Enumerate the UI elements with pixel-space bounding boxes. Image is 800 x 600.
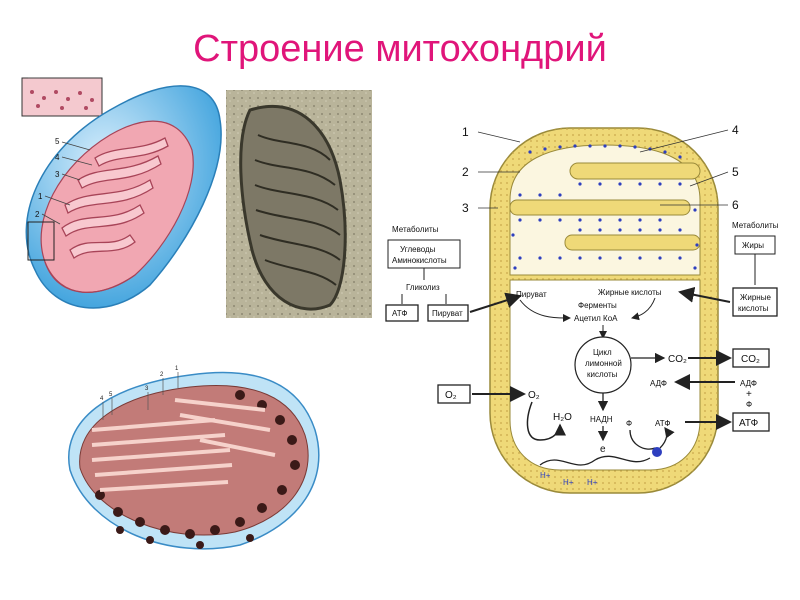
cycle-text-3: кислоты <box>587 370 618 379</box>
atf-left-label: АТФ <box>392 309 407 318</box>
number-6: 6 <box>732 198 739 212</box>
membrane-inset <box>21 77 103 117</box>
o2-box-label: O₂ <box>445 390 457 401</box>
acetyl-coa-inner: Ацетил КоА <box>574 314 618 323</box>
o2-box <box>437 384 471 404</box>
label-3: 3 <box>55 170 60 179</box>
phi-inner: Ф <box>626 419 632 428</box>
hplus-1: H+ <box>540 471 551 480</box>
pyruvate-inner: Пируват <box>516 290 547 299</box>
atf-left-box <box>385 304 419 322</box>
number-2: 2 <box>462 165 469 179</box>
electron-micrograph <box>226 90 372 318</box>
mitochondrion-3d-drawing: 5 4 3 1 2 <box>21 77 222 309</box>
atf-inner: АТФ <box>655 419 670 428</box>
label-4: 4 <box>55 153 60 162</box>
pyruvate-left-label: Пируват <box>432 309 463 318</box>
number-4: 4 <box>732 123 739 137</box>
phi-outer: Ф <box>746 400 752 409</box>
label-2: 2 <box>35 210 40 219</box>
mitochondrion-cutaway-drawing: 4 5 3 2 1 <box>68 366 320 550</box>
fatty-acids-label-1: Жирные <box>740 293 771 302</box>
metabolites-right-label: Метаболиты <box>732 221 779 230</box>
label-1: 1 <box>175 366 179 372</box>
cycle-text-2: лимонной <box>585 359 622 368</box>
number-5: 5 <box>732 165 739 179</box>
fatty-acids-inner: Жирные кислоты <box>598 288 662 297</box>
electron-label: e <box>600 444 606 455</box>
number-3: 3 <box>462 201 469 215</box>
pyruvate-left-box <box>427 304 469 322</box>
atp-synthase <box>652 447 662 457</box>
label-5: 5 <box>109 392 113 398</box>
adf-outer: АДФ <box>740 379 757 388</box>
fats-label: Жиры <box>742 241 764 250</box>
label-3: 3 <box>145 386 149 392</box>
page-title: Строение митохондрий <box>193 28 607 70</box>
enzymes-inner: Ферменты <box>578 301 617 310</box>
co2-box <box>732 348 770 368</box>
metabolites-left-label: Метаболиты <box>392 225 439 234</box>
atf-box <box>732 412 770 432</box>
co2-box-label: CO₂ <box>741 354 760 365</box>
mitochondrion-schematic: 1 2 3 4 5 6 Метаболиты Углеводы Аминокис… <box>385 123 779 494</box>
o2-inner: O₂ <box>528 390 540 401</box>
h2o-label: H₂O <box>553 412 572 423</box>
cycle-text-1: Цикл <box>593 348 612 357</box>
glycolysis-label: Гликолиз <box>406 283 440 292</box>
label-4: 4 <box>100 396 104 402</box>
label-2: 2 <box>160 372 164 378</box>
carbs-label: Углеводы <box>400 245 436 254</box>
adf-inner: АДФ <box>650 379 667 388</box>
label-1: 1 <box>38 192 43 201</box>
number-1: 1 <box>462 125 469 139</box>
hplus-3: H+ <box>587 478 598 487</box>
label-5: 5 <box>55 137 60 146</box>
plus-sign: + <box>746 389 752 400</box>
fatty-acids-box <box>732 287 778 317</box>
fatty-acids-label-2: кислоты <box>738 304 769 313</box>
hplus-2: H+ <box>563 478 574 487</box>
aminoacids-label: Аминокислоты <box>392 256 447 265</box>
co2-inner: CO₂ <box>668 354 687 365</box>
atf-box-label: АТФ <box>739 418 759 429</box>
nadh-label: НАДН <box>590 415 613 424</box>
